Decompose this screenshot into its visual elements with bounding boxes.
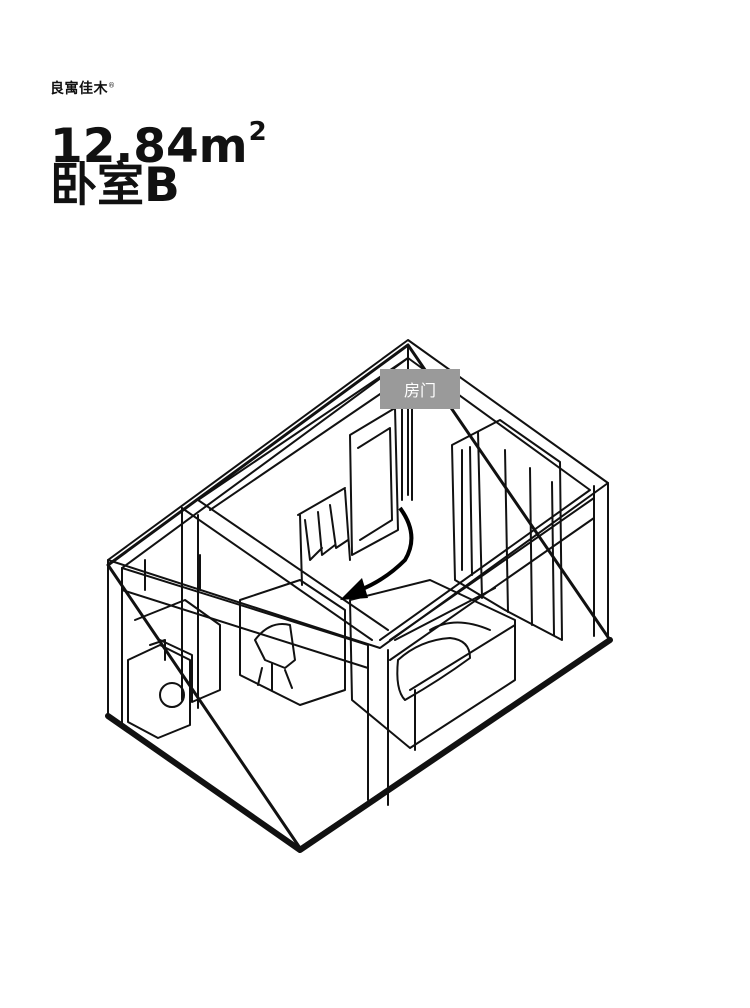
door-label: 房门 bbox=[380, 369, 460, 409]
mid-beam bbox=[181, 499, 389, 641]
chair bbox=[254, 623, 296, 691]
clothes-rack bbox=[297, 487, 351, 586]
door-swing-arrow bbox=[359, 506, 414, 592]
washing-machine bbox=[127, 644, 191, 739]
back-beam bbox=[197, 357, 409, 511]
brand-logo: 良寓佳木® bbox=[50, 81, 116, 97]
floor-edge-shadow bbox=[105, 637, 613, 853]
room-title: 卧室B bbox=[50, 158, 180, 213]
post-left bbox=[107, 559, 123, 725]
post-right bbox=[593, 482, 609, 641]
room-area: 12.84m2 bbox=[50, 117, 267, 174]
desk bbox=[239, 579, 346, 706]
front-beam bbox=[121, 567, 369, 669]
sink-cabinet bbox=[134, 599, 221, 703]
wardrobe bbox=[451, 419, 563, 641]
bed bbox=[349, 579, 516, 749]
arrow-head bbox=[340, 578, 368, 600]
pillow bbox=[396, 637, 471, 701]
door bbox=[349, 407, 399, 556]
post-front bbox=[367, 644, 389, 806]
washer-door bbox=[159, 682, 185, 708]
